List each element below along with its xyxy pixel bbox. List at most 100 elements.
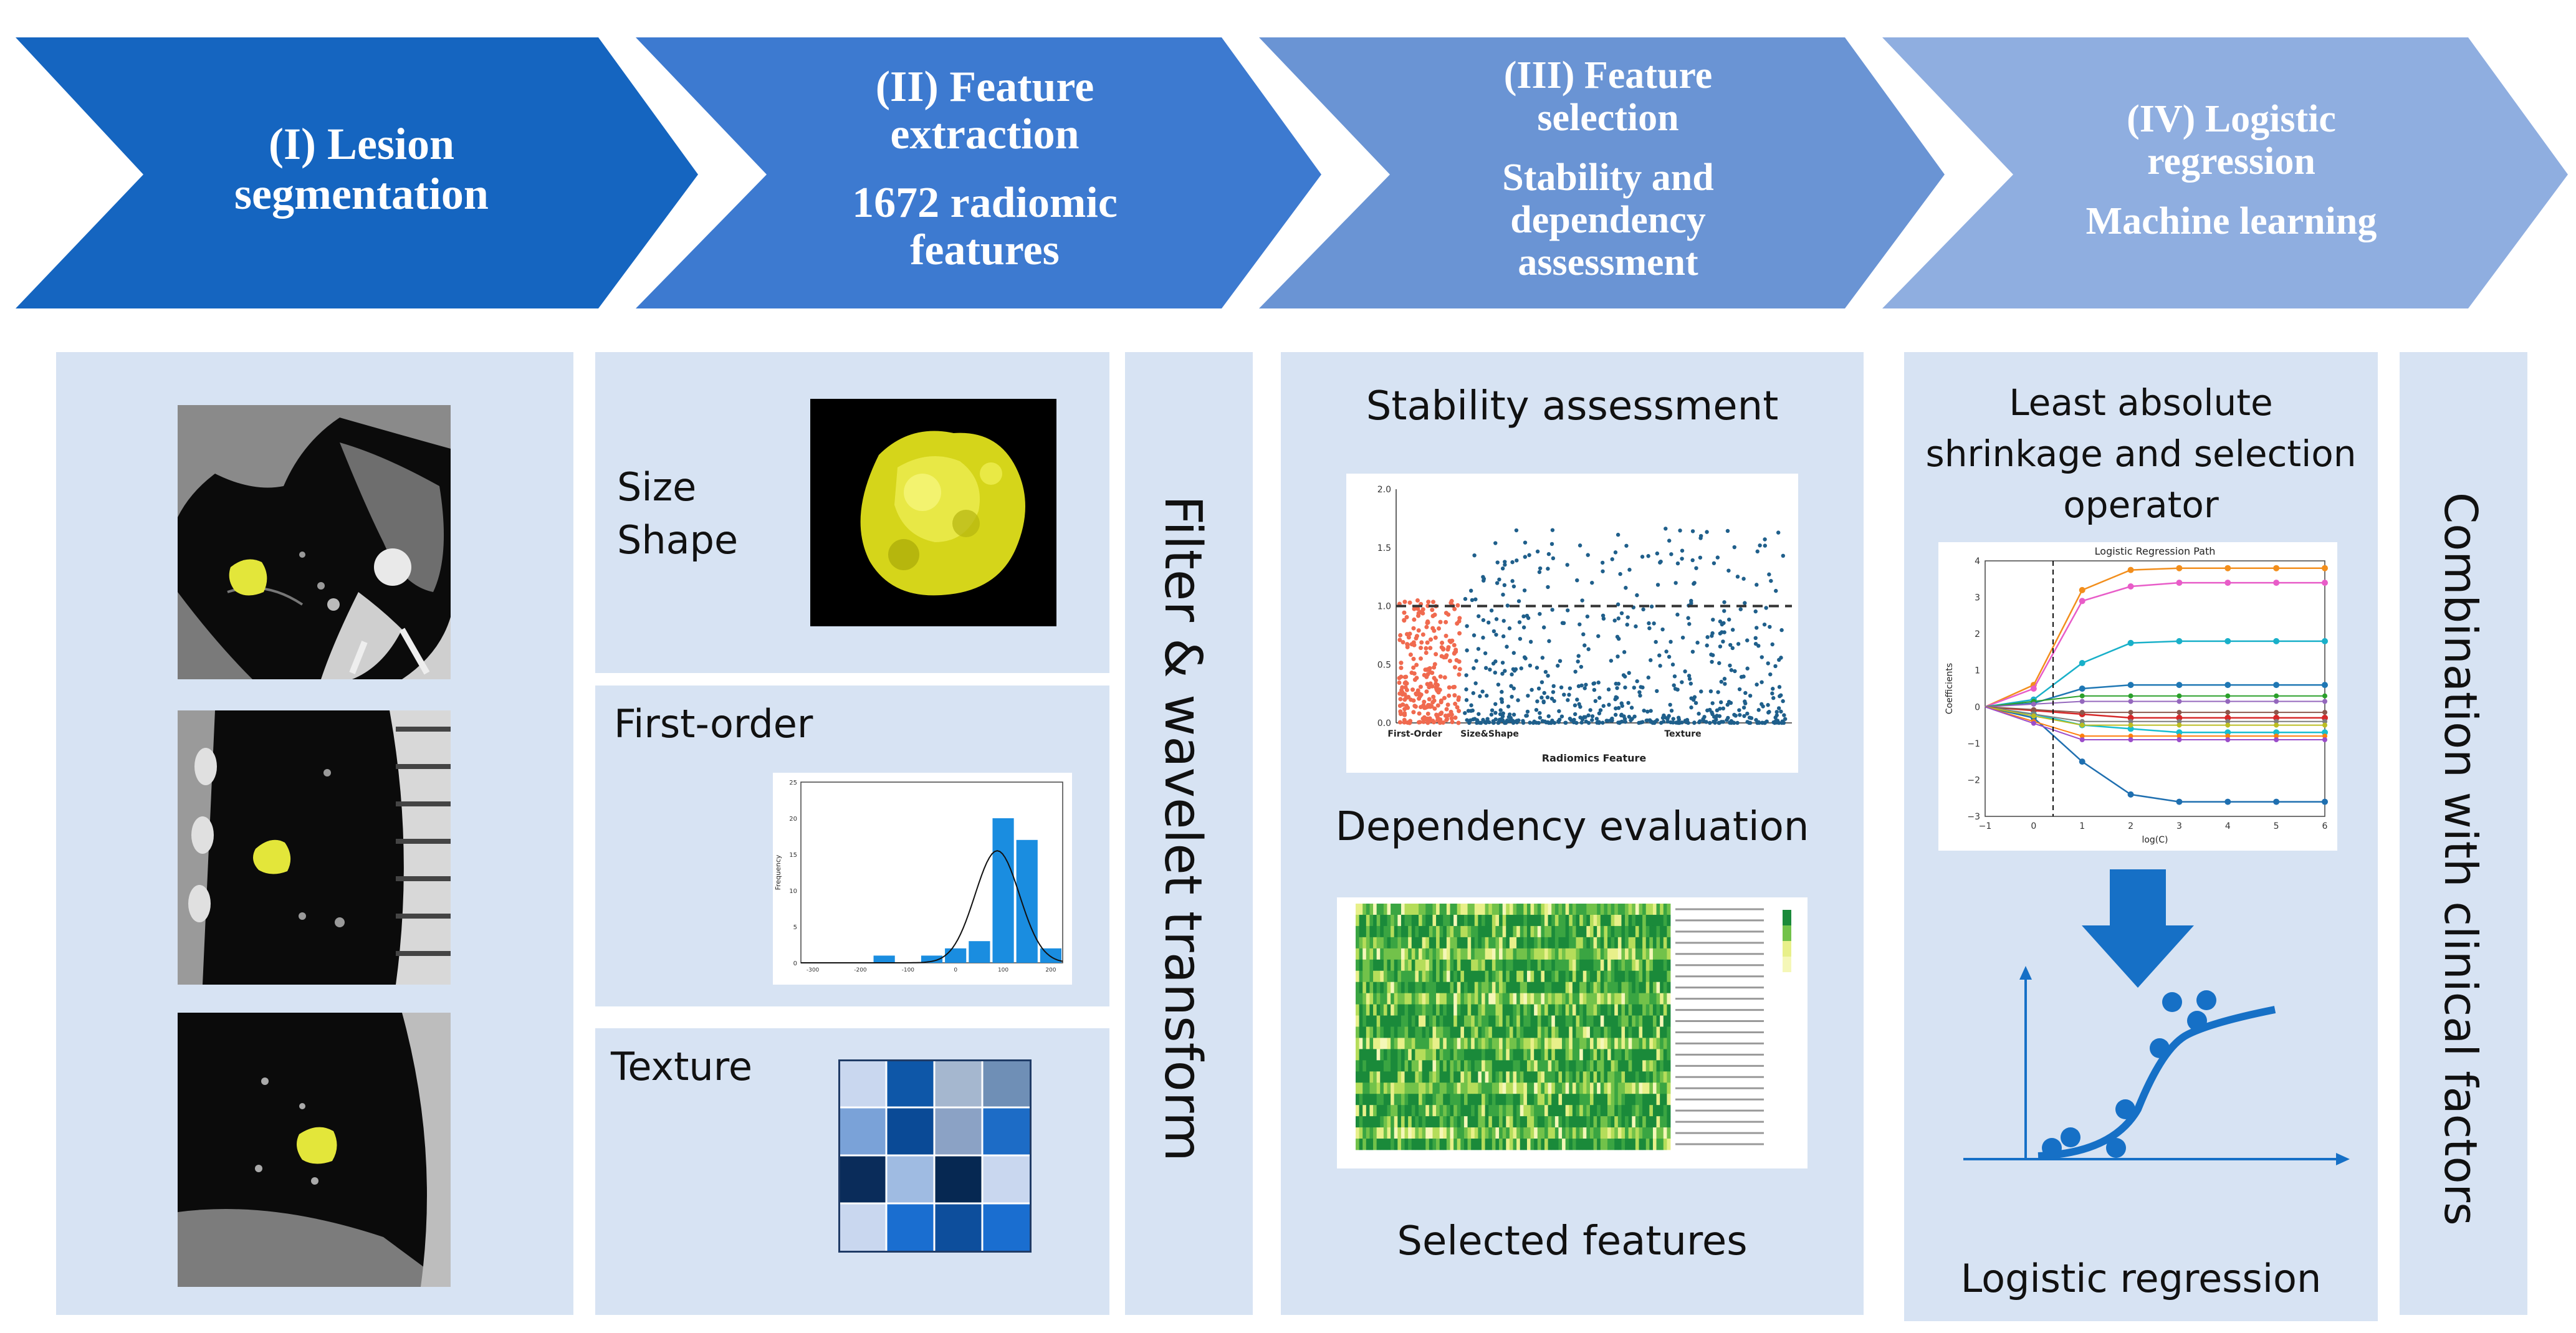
heatmap-cell <box>1450 1026 1454 1038</box>
heatmap-cell <box>1474 925 1478 938</box>
heatmap-cell <box>1530 925 1535 938</box>
scatter-point-texture <box>1624 543 1629 548</box>
scatter-point-firstorder <box>1457 659 1462 664</box>
heatmap-cell <box>1506 959 1510 972</box>
heatmap-cell <box>1621 948 1626 960</box>
scatter-point-texture <box>1733 669 1737 674</box>
heatmap-cell <box>1502 993 1506 1005</box>
scatter-point-firstorder <box>1403 685 1408 690</box>
heatmap-cell <box>1625 1049 1629 1061</box>
heatmap-cell <box>1391 993 1395 1005</box>
heatmap-cell <box>1362 1060 1367 1072</box>
heatmap-cell <box>1463 982 1468 994</box>
heatmap-cell <box>1656 914 1660 927</box>
heatmap-cell <box>1356 1071 1360 1083</box>
scatter-point-firstorder <box>1457 667 1462 672</box>
heatmap-cell <box>1569 937 1573 949</box>
scatter-point-firstorder <box>1402 681 1407 686</box>
lasso-series-point <box>2225 719 2231 724</box>
heatmap-cell <box>1611 982 1615 994</box>
heatmap-cell <box>1474 982 1478 994</box>
heatmap-cell <box>1419 1116 1423 1128</box>
lasso-series-point <box>2322 682 2328 689</box>
heatmap-cell <box>1548 1116 1552 1128</box>
heatmap-cell <box>1642 1082 1647 1094</box>
heatmap-cell <box>1443 1127 1447 1139</box>
heatmap-cell <box>1450 1139 1454 1150</box>
heatmap-cell <box>1369 925 1374 938</box>
heatmap-cell <box>1373 1038 1377 1049</box>
heatmap-cell <box>1499 1139 1503 1150</box>
lasso-series-point <box>2274 733 2279 739</box>
scatter-point-texture <box>1482 578 1486 583</box>
heatmap-cell <box>1582 1004 1587 1016</box>
heatmap-cell <box>1366 1082 1370 1094</box>
scatter-point-texture <box>1472 633 1477 638</box>
heatmap-cell <box>1639 1015 1643 1027</box>
scatter-point-texture <box>1635 679 1639 684</box>
heatmap-cell <box>1628 1026 1632 1038</box>
heatmap-cell <box>1635 1105 1639 1117</box>
scatter-point-firstorder <box>1402 618 1407 623</box>
heatmap-cell <box>1387 1038 1391 1049</box>
heatmap-cell <box>1582 914 1587 927</box>
lasso-series-point <box>2079 737 2085 742</box>
heatmap-cell <box>1488 1127 1493 1139</box>
heatmap-cell <box>1491 948 1496 960</box>
scatter-point-firstorder <box>1432 706 1437 711</box>
heatmap-cell <box>1614 1015 1619 1027</box>
scatter-point-texture <box>1558 659 1563 663</box>
scatter-point-firstorder <box>1421 703 1426 708</box>
scatter-point-texture <box>1668 702 1672 707</box>
lasso-ylabel: Coefficients <box>1945 663 1955 714</box>
scatter-point-texture <box>1774 710 1779 714</box>
heatmap-cell <box>1419 1105 1423 1117</box>
heatmap-cell <box>1422 1116 1426 1128</box>
heatmap-cell <box>1589 1060 1594 1072</box>
heatmap-cell <box>1562 970 1566 983</box>
heatmap-cell <box>1422 993 1426 1005</box>
heatmap-cell <box>1656 1060 1660 1072</box>
heatmap-cell <box>1429 1004 1433 1016</box>
heatmap-cell <box>1436 1139 1440 1150</box>
heatmap-cell <box>1617 982 1622 994</box>
heatmap-cell <box>1625 1060 1629 1072</box>
heatmap-cell <box>1482 904 1486 915</box>
heatmap-cell <box>1513 914 1517 927</box>
heatmap-cell <box>1607 970 1612 983</box>
scatter-point-texture <box>1580 598 1584 603</box>
heatmap-cell <box>1537 1049 1541 1061</box>
lasso-xlabel: log(C) <box>2142 835 2168 845</box>
heatmap-cell <box>1463 1015 1468 1027</box>
heatmap-cell <box>1366 914 1370 927</box>
heatmap-cell <box>1537 1038 1541 1049</box>
heatmap-cell <box>1551 925 1556 938</box>
lasso-y-tick: 1 <box>1975 666 1980 676</box>
heatmap-cell <box>1359 1060 1363 1072</box>
heatmap-cell <box>1474 1082 1478 1094</box>
heatmap-cell <box>1656 993 1660 1005</box>
heatmap-cell <box>1621 1082 1626 1094</box>
heatmap-cell <box>1520 1049 1524 1061</box>
heatmap-cell <box>1576 1026 1580 1038</box>
heatmap-cell <box>1482 993 1486 1005</box>
heatmap-cell <box>1523 1049 1528 1061</box>
scatter-point-texture <box>1748 720 1753 725</box>
lasso-series-point <box>2127 682 2134 689</box>
heatmap-cell <box>1506 1094 1510 1106</box>
histogram-x-tick: -300 <box>807 967 820 973</box>
heatmap-cell <box>1419 1060 1423 1072</box>
heatmap-cell <box>1660 982 1664 994</box>
heatmap-cell <box>1611 948 1615 960</box>
heatmap-cell <box>1625 925 1629 938</box>
scatter-point-texture <box>1675 613 1680 617</box>
heatmap-cell <box>1530 1026 1535 1038</box>
heatmap-cell <box>1614 959 1619 972</box>
heatmap-cell <box>1391 1049 1395 1061</box>
heatmap-cell <box>1506 970 1510 983</box>
heatmap-cell <box>1544 993 1549 1005</box>
heatmap-cell <box>1551 904 1556 915</box>
heatmap-cell <box>1576 1127 1580 1139</box>
scatter-point-firstorder <box>1444 707 1449 712</box>
scatter-point-texture <box>1572 717 1576 722</box>
